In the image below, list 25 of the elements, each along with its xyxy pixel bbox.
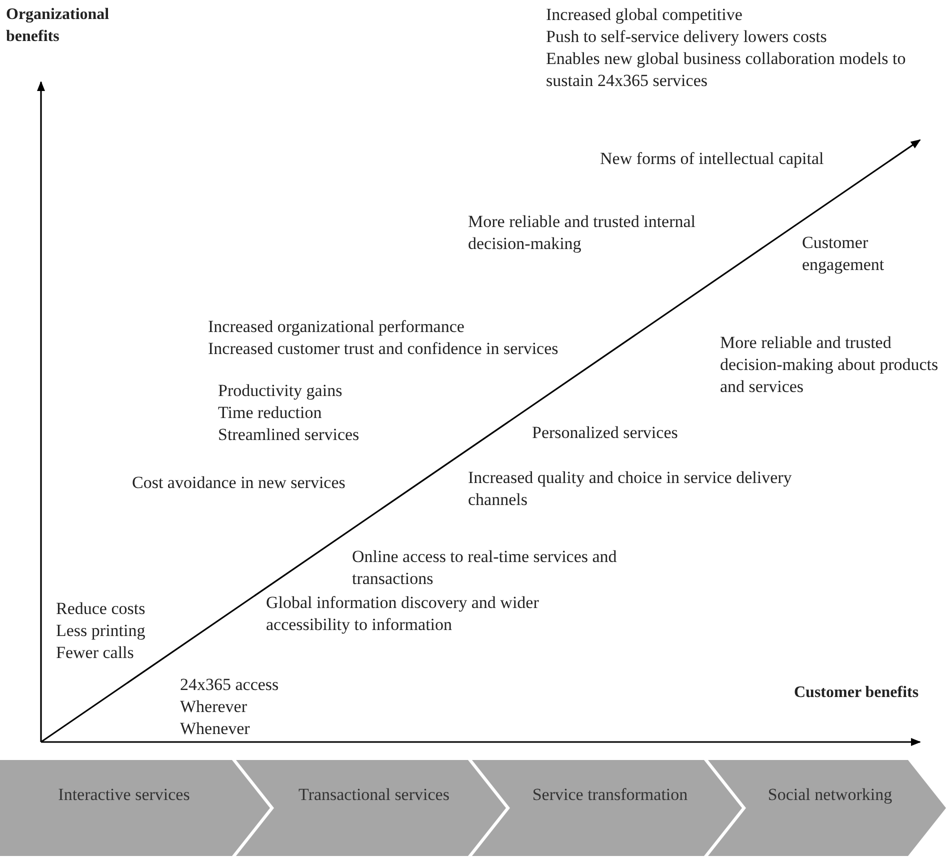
axis-title: Organizational benefits xyxy=(6,5,110,47)
benefit-text: Personalized services xyxy=(532,422,679,444)
benefit-text: Cost avoidance in new services xyxy=(132,472,346,494)
benefit-text: Push to self-service delivery lowers costs xyxy=(546,26,828,48)
benefit-text: Fewer calls xyxy=(56,642,135,664)
benefit-text: Reduce costs xyxy=(56,598,146,620)
benefit-text: Online access to real-time services and transactions xyxy=(352,546,618,590)
benefit-text: 24x365 access xyxy=(180,674,280,696)
benefit-text: Streamlined services xyxy=(218,424,360,446)
benefit-text: Increased customer trust and confidence in services xyxy=(208,338,560,360)
benefit-text: Customer engagement xyxy=(802,232,886,276)
benefit-text: Increased global competitive xyxy=(546,4,744,26)
benefit-text: Global information discovery and wider accessibility to information xyxy=(266,592,540,636)
benefit-text: More reliable and trusted decision-making about products and services xyxy=(720,332,940,398)
benefit-text: More reliable and trusted internal decision-making xyxy=(468,211,697,255)
axis-title: Customer benefits xyxy=(794,683,920,703)
benefit-text: Increased quality and choice in service delivery channels xyxy=(468,467,793,511)
benefit-text: Less printing xyxy=(56,620,146,642)
benefit-text: Wherever xyxy=(180,696,248,718)
benefit-text: Productivity gains xyxy=(218,380,344,402)
benefit-text: Whenever xyxy=(180,718,251,740)
benefit-text: Increased organizational performance xyxy=(208,316,466,338)
benefit-text: New forms of intellectual capital xyxy=(600,148,825,170)
benefit-text: Time reduction xyxy=(218,402,323,424)
benefit-text: Enables new global business collaboration models to sustain 24x365 services xyxy=(546,48,907,92)
